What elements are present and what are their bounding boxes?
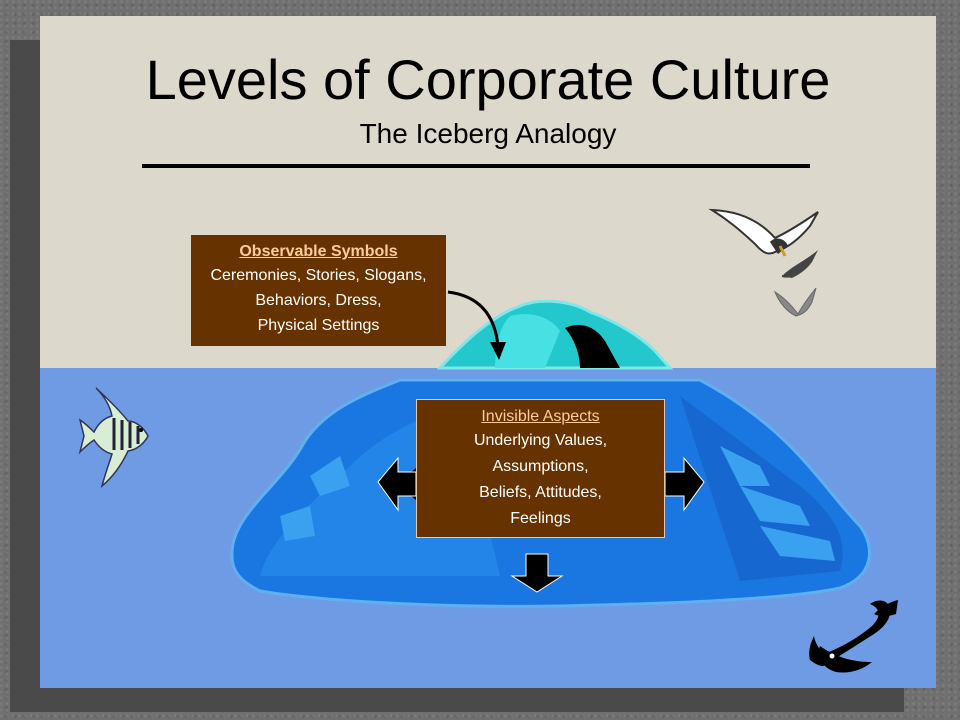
iceberg-tip: [436, 299, 674, 370]
seagull-icon: [708, 208, 819, 257]
pointer-arrow: [447, 290, 500, 347]
observable-symbols-box: Observable Symbols Ceremonies, Stories, …: [191, 235, 446, 346]
invisible-line: Beliefs, Attitudes,: [479, 484, 602, 501]
invisible-aspects-box: Invisible Aspects Underlying Values, Ass…: [416, 399, 665, 538]
invisible-line: Underlying Values,: [473, 432, 608, 449]
observable-line: Ceremonies, Stories, Slogans,: [210, 267, 427, 284]
observable-line: Behaviors, Dress,: [255, 292, 382, 309]
observable-line: Physical Settings: [257, 317, 380, 334]
angelfish-icon: [78, 387, 149, 489]
slide-title: Levels of Corporate Culture: [145, 48, 831, 111]
seagull-icon: [781, 250, 818, 278]
slide: Levels of Corporate Culture The Iceberg …: [40, 16, 936, 688]
fish-icon: [809, 600, 898, 673]
observable-symbols-heading: Observable Symbols: [239, 243, 398, 260]
invisible-line: Assumptions,: [492, 458, 589, 475]
iceberg-illustration: [78, 208, 898, 673]
seagull-icon: [773, 287, 817, 317]
title-underline: [142, 164, 810, 168]
invisible-line: Feelings: [510, 510, 571, 527]
invisible-aspects-heading: Invisible Aspects: [481, 408, 600, 425]
slide-subtitle: The Iceberg Analogy: [359, 118, 617, 149]
right-arrow: [664, 456, 705, 512]
